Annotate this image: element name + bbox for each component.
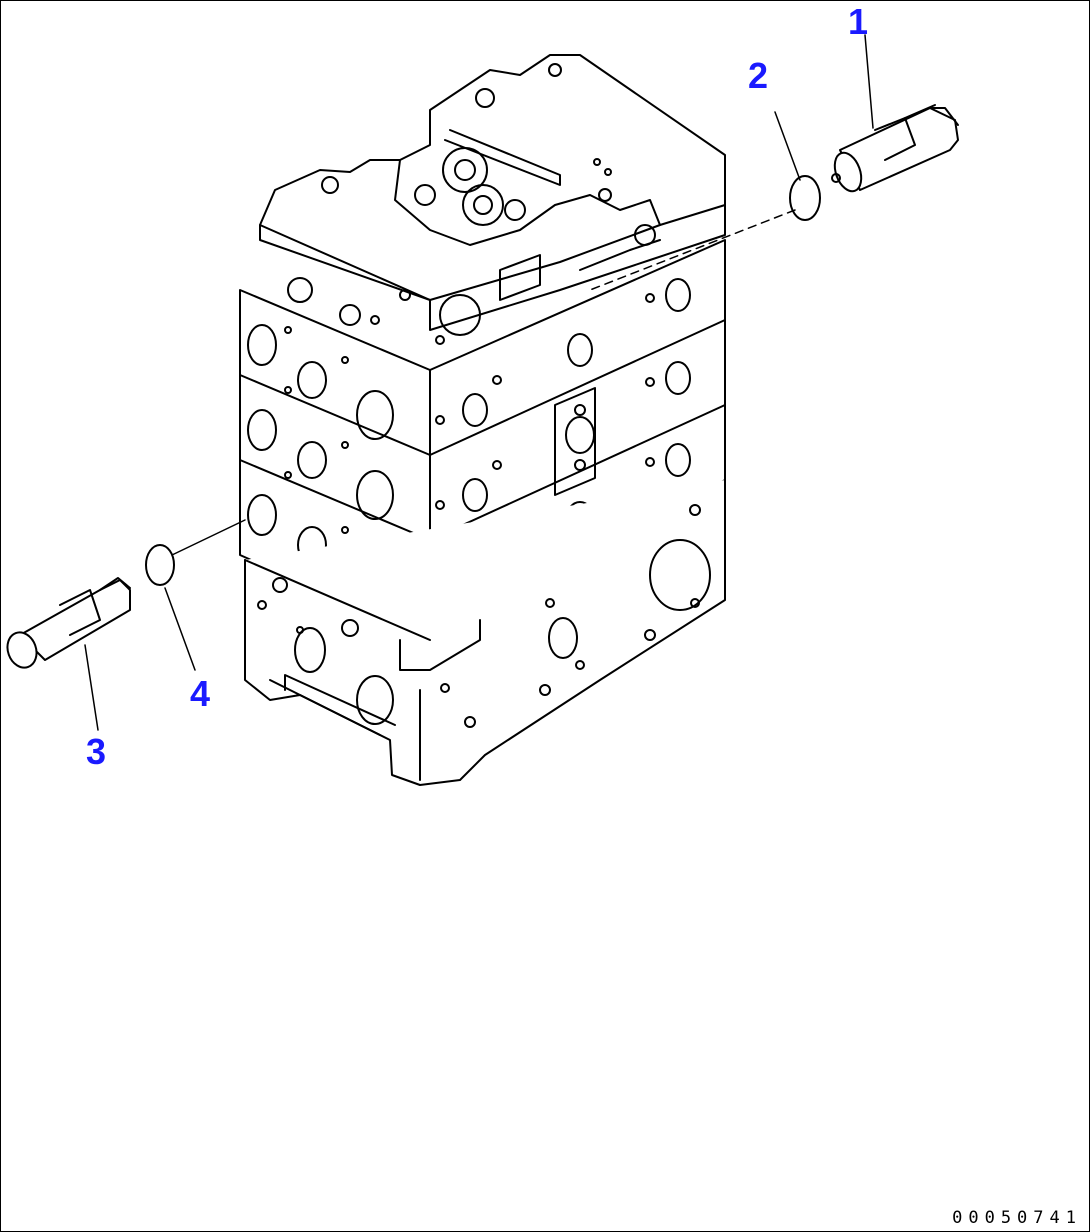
leader-line-1 — [864, 34, 874, 129]
relief-valve-1-icon — [831, 104, 959, 193]
leader-line-4 — [164, 587, 196, 671]
o-ring-4-icon — [145, 544, 175, 586]
leader-line-3 — [84, 644, 99, 731]
control-valve-block — [239, 54, 726, 786]
o-ring-2-icon — [789, 175, 821, 221]
leader-dash-2 — [589, 209, 796, 291]
callout-3: 3 — [86, 731, 107, 772]
callout-4: 4 — [190, 673, 211, 714]
callout-2: 2 — [748, 55, 769, 96]
leader-line-2 — [774, 111, 801, 181]
callout-1: 1 — [848, 1, 869, 42]
leader-line-4a — [171, 519, 246, 556]
drawing-number: 00050741 — [952, 1208, 1082, 1228]
relief-valve-3-icon — [6, 577, 131, 669]
